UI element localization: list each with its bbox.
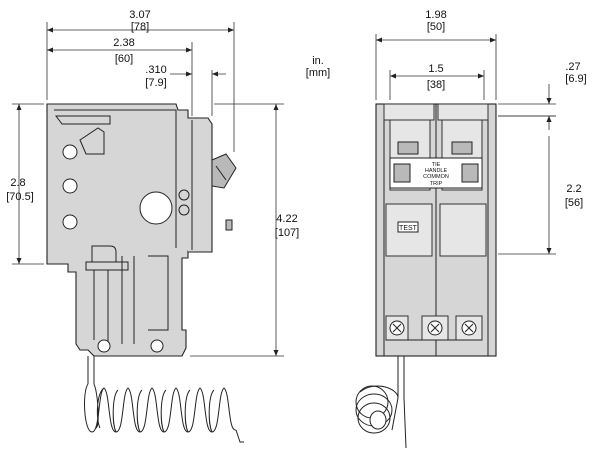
side-body bbox=[46, 103, 193, 357]
svg-text:HANDLE: HANDLE bbox=[425, 168, 448, 174]
terminal-screws bbox=[385, 315, 483, 341]
dim-top-offset-in: .27 bbox=[565, 61, 580, 73]
dim-pole-spacing-in: 1.5 bbox=[428, 63, 443, 75]
dim-overall-height-mm: [107] bbox=[275, 227, 299, 239]
side-bottom-rivet-2 bbox=[150, 339, 164, 353]
dim-mid-width-in: 2.38 bbox=[113, 37, 134, 49]
svg-text:TIE: TIE bbox=[432, 162, 441, 168]
dim-offset-mm: [7.9] bbox=[145, 77, 166, 89]
dim-offset-in: .310 bbox=[145, 64, 166, 76]
dim-overall-width-mm: [78] bbox=[131, 21, 149, 33]
front-handle-left bbox=[397, 141, 419, 155]
dim-front-width-mm: [50] bbox=[427, 21, 445, 33]
side-large-hole bbox=[139, 191, 173, 225]
dim-overall-height-in: 4.22 bbox=[276, 213, 297, 225]
side-rivet-2 bbox=[62, 178, 78, 194]
side-pigtail-coil bbox=[84, 383, 244, 443]
dim-overall-width-in: 3.07 bbox=[129, 9, 150, 21]
svg-text:COMMON: COMMON bbox=[423, 174, 449, 180]
side-rivet-1 bbox=[62, 144, 78, 160]
front-view: TIE HANDLE COMMON TRIP TEST bbox=[355, 9, 587, 449]
dim-handle-height-in: 2.2 bbox=[566, 183, 581, 195]
side-handle bbox=[211, 153, 237, 189]
side-bottom-rivet-1 bbox=[97, 339, 111, 353]
dim-front-width-in: 1.98 bbox=[425, 9, 446, 21]
test-button-label: TEST bbox=[399, 225, 418, 232]
svg-text:TRIP: TRIP bbox=[430, 181, 443, 187]
handle-tie-label: TIE HANDLE COMMON TRIP bbox=[423, 162, 449, 187]
side-pin bbox=[225, 219, 233, 231]
front-handle-right bbox=[451, 141, 473, 155]
units-mm: [mm] bbox=[306, 67, 330, 79]
test-button bbox=[397, 221, 419, 233]
dim-mid-width-mm: [60] bbox=[115, 53, 133, 65]
dim-pole-spacing-mm: [38] bbox=[427, 79, 445, 91]
dim-handle-height-mm: [56] bbox=[565, 197, 583, 209]
side-view: 3.07 [78] 2.38 [60] .310 [7.9] 2.8 [70.5… bbox=[6, 9, 330, 443]
side-rear-block bbox=[188, 117, 213, 253]
dim-body-height-mm: [70.5] bbox=[6, 191, 34, 203]
units-in: in. bbox=[312, 55, 324, 67]
side-rivet-3 bbox=[62, 214, 78, 230]
dim-body-height-in: 2.8 bbox=[10, 177, 25, 189]
dim-top-offset-mm: [6.9] bbox=[565, 73, 586, 85]
front-pigtail-coil bbox=[355, 385, 399, 434]
